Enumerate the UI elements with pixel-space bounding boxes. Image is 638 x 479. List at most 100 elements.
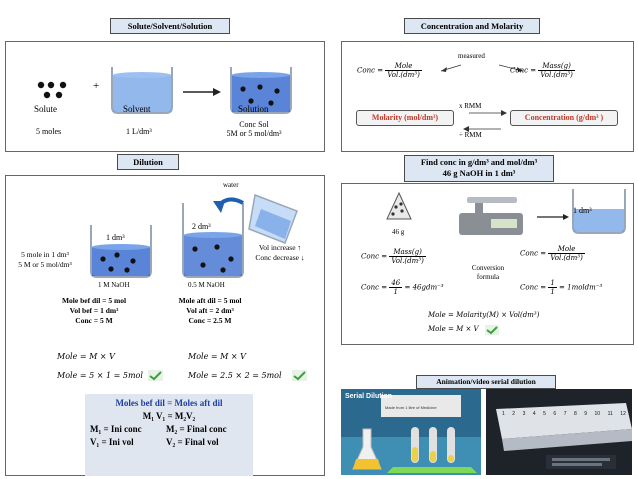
bef-line3: Conc = 5 M (75, 316, 113, 325)
find-conc-panel (341, 183, 634, 345)
result2-lhs: Conc = (520, 283, 547, 292)
well-label: 1 (502, 411, 505, 417)
bef-line2: Vol bef = 1 dm³ (69, 306, 119, 315)
well-label: 2 (512, 411, 516, 417)
concentration-formula-lhs: Conc = (510, 66, 537, 75)
eq-bef-calc: Mole = 5 × 1 = 5mol (57, 371, 143, 380)
find-mass-den: Vol.(dm³) (391, 257, 424, 265)
mole-molarity-formula: Mole = Molarity(M) × Vol(dm³) (428, 311, 540, 319)
result2-rhs: = 1moldm⁻³ (559, 283, 603, 292)
result1-num: 46 (389, 279, 403, 288)
eq-aft-calc: Mole = 2.5 × 2 = 5mol (188, 371, 282, 380)
conc-decrease-label: Conc decrease ↓ (255, 253, 305, 262)
solution-label: Solution (238, 104, 269, 114)
molarity-box: Molarity (mol/dm³) (356, 110, 454, 126)
solvent-beaker-icon (111, 67, 173, 114)
water-curve-arrow-icon (213, 197, 244, 213)
concentration-box: Concentration (g/dm³ ) (510, 110, 618, 126)
divide-rmm-label: ÷ RMM (459, 131, 482, 139)
molarity-numerator: Mole (385, 62, 422, 71)
dilution-diagram (90, 193, 298, 278)
vol-conc-note: Vol increase ↑ Conc decrease ↓ (240, 243, 320, 263)
result1-den: 1 (393, 288, 399, 296)
measured-label: measured (458, 52, 485, 60)
serial-dilution-video-thumbnail[interactable]: Serial Dilution Made from 1 litre of Med… (341, 389, 481, 475)
result1-rhs: = 46gdm⁻³ (404, 283, 444, 292)
find-mass-formula: Conc = Mass(g)Vol.(dm³) (361, 248, 426, 265)
find-conc-title: Find conc in g/dm³ and mol/dm³ (420, 157, 538, 167)
solution-conc-line2: 5M or 5 mol/dm³ (226, 129, 282, 138)
summary-m1: M₁ = Ini conc (90, 424, 142, 434)
measured-arrows (440, 64, 524, 132)
well-label: 7 (563, 411, 567, 417)
water-label: water (223, 181, 239, 189)
aft-line2: Vol aft = 2 dm³ (186, 306, 234, 315)
solute-amount: 5 moles (36, 127, 62, 136)
bef-line1: Mole bef dil = 5 mol (61, 296, 127, 305)
summary-title: Moles bef dil = Moles aft dil (115, 398, 223, 408)
beaker2-volume: 2 dm³ (192, 222, 211, 231)
solution-concentration: Conc Sol 5M or 5 mol/dm³ (222, 120, 286, 138)
summary-equation: M₁ V₁ = M₂V₂ (142, 411, 196, 421)
conversion-line1: Conversion (471, 264, 505, 272)
solution-arrow-icon (183, 88, 221, 96)
solution-beaker-icon (230, 67, 292, 114)
well-label: 11 (607, 411, 613, 417)
solvent-label: Solvent (123, 104, 151, 114)
beaker-volume-label: 1 dm³ (573, 206, 592, 215)
well-label: 12 (620, 411, 626, 417)
concentration-panel (341, 41, 634, 152)
well-label: 4 (532, 411, 536, 417)
animation-section-tag: Animation/video serial dilution (416, 375, 556, 389)
dilution-left-note: 5 mole in 1 dm³ 5 M or 5 mol/dm³ (8, 250, 82, 270)
find-mass-num: Mass(g) (389, 248, 426, 257)
concentration-fraction: Mass(g)Vol.(dm³) (538, 62, 575, 79)
well-label: 6 (553, 411, 557, 417)
microplate-video-thumbnail[interactable]: 1 2 3 4 5 6 7 8 9 10 11 12 (486, 389, 632, 475)
concentration-denominator: Vol.(dm³) (540, 71, 573, 79)
find-conc-subtitle: 46 g NaOH in 1 dm³ (442, 168, 516, 178)
dilution-section-tag: Dilution (117, 154, 179, 170)
well-label: 8 (573, 411, 577, 417)
molarity-denominator: Vol.(dm³) (387, 71, 420, 79)
find-conc-diagram (386, 189, 626, 235)
mass-label: 46 g (392, 228, 405, 236)
beaker1-volume: 1 dm³ (106, 233, 125, 242)
powder-pile-icon (386, 191, 412, 220)
solute-diagram (37, 67, 292, 114)
aft-line3: Conc = 2.5 M (188, 316, 232, 325)
beaker-1m-icon (90, 225, 152, 278)
result2-num: 1 (548, 279, 557, 288)
find-mass-fraction: Mass(g)Vol.(dm³) (389, 248, 426, 265)
video-title: Serial Dilution (345, 393, 393, 400)
eq-aft-mole: Mole = M × V (188, 352, 246, 361)
well-label: 3 (522, 411, 526, 417)
well-label: 9 (584, 411, 588, 417)
beaker1-label: 1 M NaOH (98, 281, 130, 289)
check-icon (292, 370, 307, 381)
solution-conc-line1: Conc Sol (239, 120, 269, 129)
microplate-wells: 1 2 3 4 5 6 7 8 9 10 11 12 (502, 411, 626, 417)
concentration-formula: Conc = Mass(g)Vol.(dm³) (510, 62, 575, 79)
find-mole-den: Vol.(dm³) (550, 254, 583, 262)
serial-dilution-art (341, 389, 481, 475)
conversion-line2: formula (476, 273, 500, 281)
find-mole-lhs: Conc = (520, 249, 547, 258)
summary-m2: M₂ = Final conc (166, 424, 227, 434)
left-note-line1: 5 mole in 1 dm³ (21, 250, 69, 259)
concentration-section-tag: Concentration and Molarity (404, 18, 540, 34)
after-dilution-block: Mole aft dil = 5 mol Vol aft = 2 dm³ Con… (162, 296, 258, 326)
find-mole-num: Mole (548, 245, 585, 254)
solute-particles-icon (37, 81, 67, 99)
times-rmm-label: x RMM (459, 102, 482, 110)
check-icon (485, 325, 499, 335)
molarity-formula-lhs: Conc = (357, 66, 384, 75)
beaker2-label: 0.5 M NaOH (188, 281, 225, 289)
